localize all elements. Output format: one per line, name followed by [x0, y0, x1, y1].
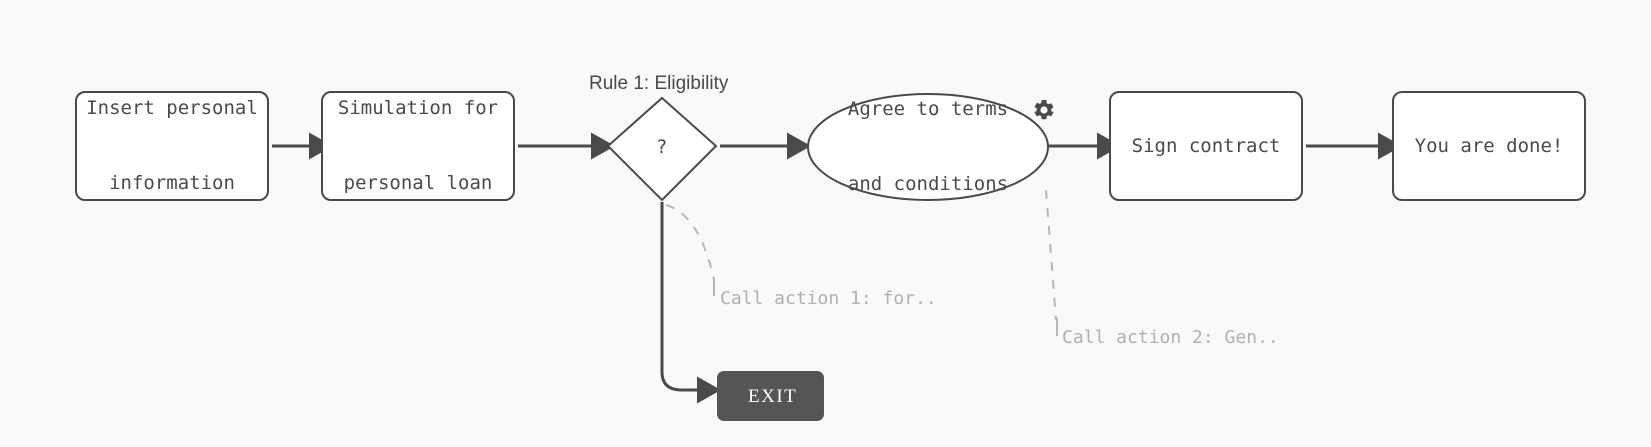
exit-button-label[interactable]: EXIT	[748, 386, 798, 407]
rule-1-eligibility-symbol: ?	[656, 136, 668, 158]
node-insert-personal-information[interactable]	[75, 91, 269, 201]
gear-icon[interactable]	[1032, 98, 1056, 122]
annotation-call-action-2: Call action 2: Gen..	[1062, 327, 1279, 348]
annotation-call-action-1: Call action 1: for..	[720, 288, 937, 309]
leader-line-call-action-2	[1045, 189, 1057, 321]
leader-line-call-action-1	[665, 204, 715, 281]
node-rule-1-eligibility[interactable]	[606, 96, 718, 202]
node-you-are-done[interactable]	[1392, 91, 1586, 201]
arrow-rule-to-exit	[660, 202, 721, 404]
node-agree-to-terms-and-conditions[interactable]	[807, 93, 1049, 201]
node-sign-contract[interactable]	[1109, 91, 1303, 201]
rule-1-eligibility-title: Rule 1: Eligibility	[589, 73, 729, 94]
gear-icon-svg	[1034, 99, 1054, 120]
exit-button[interactable]	[717, 371, 824, 421]
node-simulation-for-personal-loan[interactable]	[321, 91, 515, 201]
